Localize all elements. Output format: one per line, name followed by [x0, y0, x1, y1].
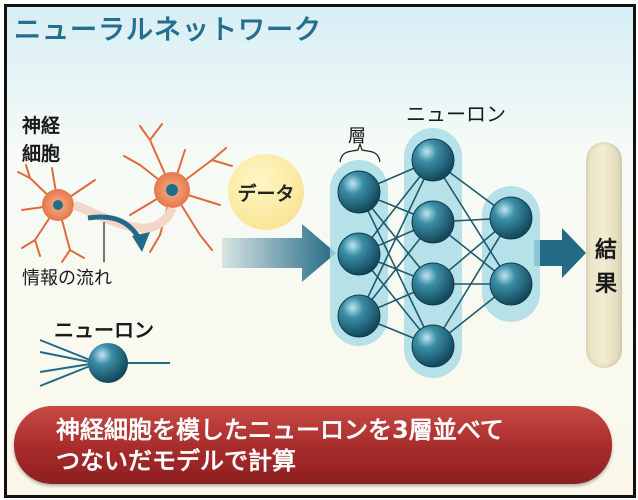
layer-bracket: [339, 142, 381, 163]
data-arrow: [222, 224, 336, 282]
result-arrow: [534, 228, 586, 278]
neuron-top-label: ニューロン: [406, 102, 506, 126]
neuron-symbol-label: ニューロン: [54, 318, 154, 342]
network-node-layer-1: [337, 170, 381, 214]
network-node-layer-3: [489, 196, 533, 240]
network-connection: [432, 159, 512, 285]
caption-banner: [14, 406, 612, 484]
network-node-layer-2: [411, 200, 455, 244]
page-title: ニューラルネットワーク: [14, 15, 322, 46]
network-node-layer-2: [411, 324, 455, 368]
result-bar: [586, 142, 622, 368]
network-connection: [358, 159, 434, 317]
neuron-symbol-node: [88, 343, 128, 383]
network-node-layer-1: [337, 294, 381, 338]
network-node-layer-3: [489, 262, 533, 306]
neuron-cell-illustration: [17, 123, 233, 263]
data-bubble: データ: [228, 154, 304, 230]
network-node-layer-1: [337, 232, 381, 276]
neuron-symbol-illustration: [39, 339, 170, 387]
network-node-layer-2: [411, 138, 455, 182]
result-label: 結 果: [594, 238, 617, 297]
data-label: データ: [237, 182, 295, 205]
network-connection: [432, 217, 512, 347]
info-flow-arrow: [87, 214, 150, 262]
layer-label: 層: [348, 126, 366, 147]
neuron-cell-label: 神経 細胞: [22, 115, 61, 165]
network-node-layer-2: [411, 262, 455, 306]
network-nodes: [337, 138, 533, 368]
caption-text: 神経細胞を模したニューロンを3層並べて つないだモデルで計算: [56, 416, 504, 475]
info-flow-label: 情報の流れ: [22, 268, 112, 289]
